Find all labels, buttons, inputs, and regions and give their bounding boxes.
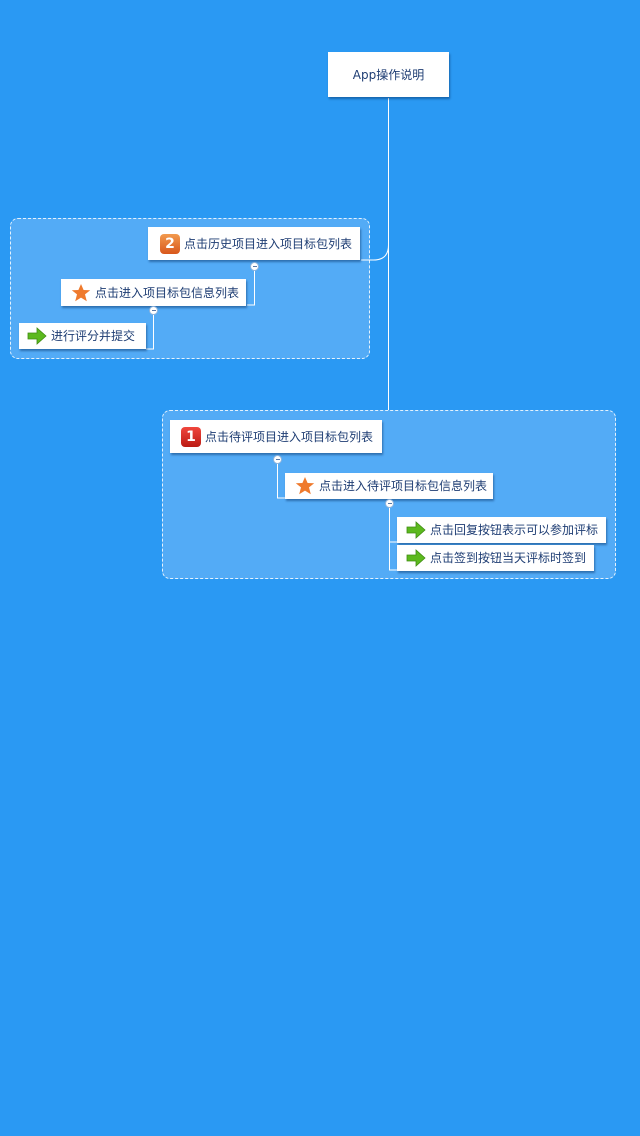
history-projects-label: 点击历史项目进入项目标包列表 (184, 236, 353, 251)
score-submit-label: 进行评分并提交 (51, 329, 136, 343)
reply-button-tip-node[interactable]: 点击回复按钮表示可以参加评标 (397, 517, 606, 543)
collapse-toggle-icon[interactable] (385, 499, 394, 508)
history-projects-node[interactable]: 2 点击历史项目进入项目标包列表 (148, 227, 360, 260)
number-1-badge-icon: 1 (181, 426, 201, 447)
arrow-right-icon (406, 549, 426, 567)
reply-button-tip-label: 点击回复按钮表示可以参加评标 (430, 523, 599, 537)
root-node[interactable]: App操作说明 (328, 52, 449, 97)
root-label: App操作说明 (352, 67, 425, 82)
collapse-toggle-icon[interactable] (250, 262, 259, 271)
history-package-info-label: 点击进入项目标包信息列表 (95, 285, 240, 300)
pending-projects-label: 点击待评项目进入项目标包列表 (205, 429, 374, 444)
pending-package-info-node[interactable]: 点击进入待评项目标包信息列表 (285, 473, 493, 499)
signin-button-tip-node[interactable]: 点击签到按钮当天评标时签到 (397, 545, 594, 571)
arrow-right-icon (406, 521, 426, 539)
pending-projects-node[interactable]: 1 点击待评项目进入项目标包列表 (170, 420, 382, 453)
number-2-badge-icon: 2 (160, 233, 180, 254)
pending-package-info-label: 点击进入待评项目标包信息列表 (319, 479, 488, 493)
star-icon (295, 477, 315, 495)
collapse-toggle-icon[interactable] (149, 306, 158, 315)
signin-button-tip-label: 点击签到按钮当天评标时签到 (430, 551, 587, 565)
collapse-toggle-icon[interactable] (273, 455, 282, 464)
history-package-info-node[interactable]: 点击进入项目标包信息列表 (61, 279, 246, 306)
star-icon (71, 283, 91, 301)
arrow-right-icon (27, 327, 47, 345)
score-submit-node[interactable]: 进行评分并提交 (19, 323, 146, 349)
